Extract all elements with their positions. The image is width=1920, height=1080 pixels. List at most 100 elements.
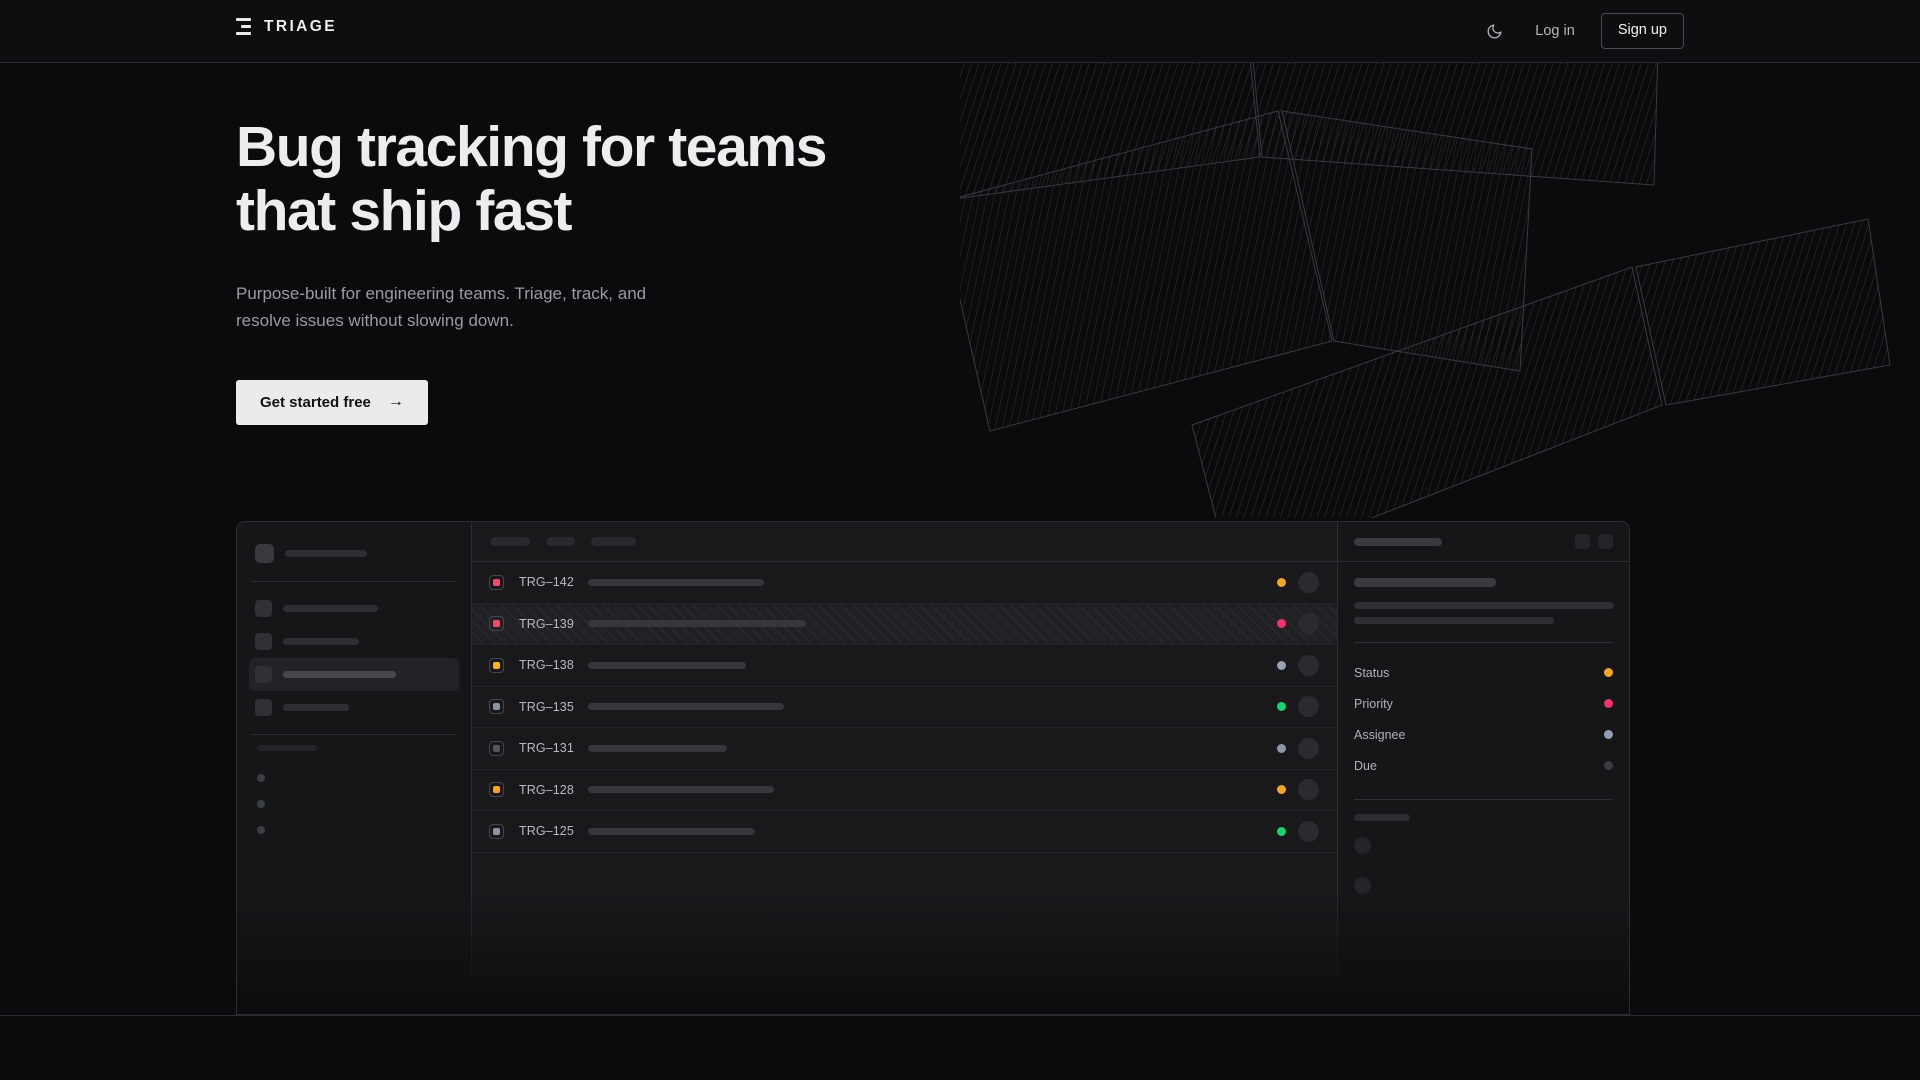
issue-row-meta: [1277, 738, 1319, 759]
sidebar-item-icon: [255, 666, 272, 683]
detail-meta-dot: [1604, 668, 1613, 677]
issue-row-meta: [1277, 696, 1319, 717]
issue-status-dot: [1277, 744, 1286, 753]
issue-assignee-avatar: [1298, 572, 1319, 593]
workspace-avatar-icon: [255, 544, 274, 563]
page-title: Bug tracking for teams that ship fast: [236, 116, 996, 244]
issue-rows: TRG–142TRG–139TRG–138TRG–135TRG–131TRG–1…: [472, 562, 1337, 1014]
sidebar-item-label-placeholder: [283, 605, 378, 612]
sidebar-item-3[interactable]: [249, 691, 459, 724]
sidebar-item-2[interactable]: [249, 658, 459, 691]
detail-meta-label: Priority: [1354, 697, 1393, 711]
detail-summary-placeholder: [1354, 578, 1496, 587]
issue-title-placeholder: [588, 786, 774, 793]
theme-toggle-button[interactable]: [1477, 14, 1511, 48]
issue-assignee-avatar: [1298, 738, 1319, 759]
sidebar-item-label-placeholder: [283, 638, 359, 645]
sidebar-sub-dot-icon: [257, 800, 265, 808]
issue-title-placeholder: [588, 662, 746, 669]
issue-type-swatch: [493, 620, 500, 627]
detail-meta-row[interactable]: Status: [1354, 657, 1613, 688]
sidebar-item-label-placeholder: [283, 671, 396, 678]
issue-row[interactable]: TRG–139: [472, 604, 1337, 646]
detail-action-icon-1[interactable]: [1575, 534, 1590, 549]
sidebar-divider-2: [251, 734, 457, 735]
issue-type-badge: [489, 741, 504, 756]
workspace-name-placeholder: [285, 550, 367, 557]
brand-name: TRIAGE: [264, 18, 337, 35]
login-link[interactable]: Log in: [1535, 24, 1575, 39]
issue-type-swatch: [493, 828, 500, 835]
signup-button[interactable]: Sign up: [1601, 13, 1684, 49]
toolbar-control-0[interactable]: [490, 537, 530, 546]
toolbar-control-1[interactable]: [546, 537, 575, 546]
comment-avatar: [1354, 877, 1371, 894]
detail-divider-2: [1354, 799, 1613, 800]
issue-type-swatch: [493, 703, 500, 710]
issue-title-placeholder: [588, 745, 727, 752]
detail-meta-row[interactable]: Priority: [1354, 688, 1613, 719]
brand-logo[interactable]: TRIAGE: [236, 18, 337, 35]
issue-type-swatch: [493, 786, 500, 793]
sidebar-sub-list: [249, 765, 459, 843]
issue-status-dot: [1277, 619, 1286, 628]
sidebar-sub-dot-icon: [257, 826, 265, 834]
sidebar-sub-item-1[interactable]: [249, 791, 459, 817]
sidebar-sub-item-2[interactable]: [249, 817, 459, 843]
issue-assignee-avatar: [1298, 779, 1319, 800]
bottom-divider: [0, 1015, 1920, 1016]
issue-row[interactable]: TRG–142: [472, 562, 1337, 604]
issue-row-meta: [1277, 572, 1319, 593]
issue-list-toolbar: [472, 522, 1337, 562]
top-navigation-bar: TRIAGE Log in Sign up: [0, 0, 1920, 63]
issue-row[interactable]: TRG–128: [472, 770, 1337, 812]
issue-row[interactable]: TRG–131: [472, 728, 1337, 770]
detail-meta-dot: [1604, 730, 1613, 739]
comments-label-placeholder: [1354, 814, 1410, 821]
issue-type-badge: [489, 782, 504, 797]
sidebar-item-icon: [255, 699, 272, 716]
detail-action-icon-2[interactable]: [1598, 534, 1613, 549]
detail-meta-label: Due: [1354, 759, 1377, 773]
sidebar-item-0[interactable]: [249, 592, 459, 625]
detail-meta-list: StatusPriorityAssigneeDue: [1354, 657, 1613, 781]
detail-meta-label: Status: [1354, 666, 1389, 680]
issue-title-placeholder: [588, 703, 784, 710]
detail-title-placeholder: [1354, 538, 1442, 546]
sidebar-item-1[interactable]: [249, 625, 459, 658]
moon-icon: [1486, 23, 1503, 40]
issue-id: TRG–135: [519, 700, 575, 714]
sidebar-nav-list: [249, 592, 459, 724]
issue-row-meta: [1277, 821, 1319, 842]
triage-bars-icon: [236, 18, 251, 35]
hero-copy: Bug tracking for teams that ship fast Pu…: [236, 116, 996, 425]
arrow-right-icon: →: [388, 394, 404, 410]
detail-header: [1338, 522, 1629, 562]
issue-type-badge: [489, 658, 504, 673]
detail-meta-row[interactable]: Assignee: [1354, 719, 1613, 750]
nav-actions: Log in Sign up: [1477, 12, 1684, 50]
issue-assignee-avatar: [1298, 613, 1319, 634]
workspace-switcher[interactable]: [249, 536, 459, 571]
sidebar-sub-item-0[interactable]: [249, 765, 459, 791]
app-preview-mockup: TRG–142TRG–139TRG–138TRG–135TRG–131TRG–1…: [236, 521, 1630, 1015]
detail-meta-row[interactable]: Due: [1354, 750, 1613, 781]
issue-type-swatch: [493, 662, 500, 669]
issue-title-placeholder: [588, 620, 806, 627]
issue-status-dot: [1277, 661, 1286, 670]
issue-row[interactable]: TRG–138: [472, 645, 1337, 687]
issue-type-badge: [489, 616, 504, 631]
issue-row[interactable]: TRG–125: [472, 811, 1337, 853]
issue-title-placeholder: [588, 828, 755, 835]
detail-desc-line-1: [1354, 602, 1614, 609]
issue-row-meta: [1277, 613, 1319, 634]
get-started-button[interactable]: Get started free →: [236, 380, 428, 425]
sidebar-item-icon: [255, 600, 272, 617]
issue-id: TRG–142: [519, 575, 575, 589]
issue-row[interactable]: TRG–135: [472, 687, 1337, 729]
cta-label: Get started free: [260, 394, 371, 411]
detail-body: StatusPriorityAssigneeDue: [1338, 562, 1629, 917]
hero-subtitle: Purpose-built for engineering teams. Tri…: [236, 280, 706, 335]
toolbar-control-2[interactable]: [591, 537, 636, 546]
issue-status-dot: [1277, 785, 1286, 794]
